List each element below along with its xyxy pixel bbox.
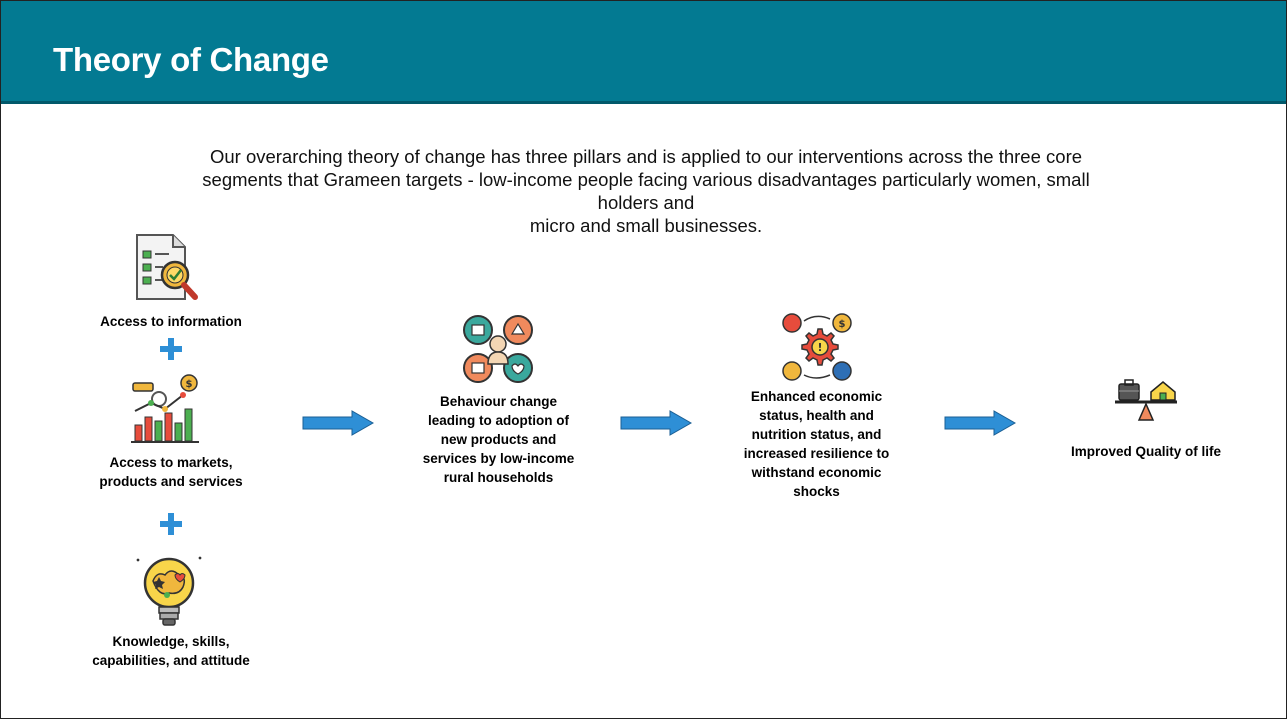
intro-line-4: micro and small businesses.	[529, 215, 763, 236]
outcome-text: Improved Quality of life	[1070, 444, 1222, 459]
flow-arrow	[944, 410, 1016, 436]
page-title: Theory of Change	[53, 41, 329, 78]
intro-text: Our overarching theory of change has thr…	[71, 145, 1221, 237]
svg-text:$: $	[186, 379, 193, 390]
behaviour-line5: rural households	[443, 470, 554, 485]
lightbulb-brain-icon	[136, 556, 202, 626]
svg-text:$: $	[839, 319, 846, 330]
svg-text:!: !	[817, 341, 822, 354]
behaviour-line4: services by low-income	[422, 451, 575, 466]
economic-status-label: Enhanced economic status, health and nut…	[699, 387, 934, 501]
input-knowledge-line2: capabilities, and attitude	[92, 653, 250, 668]
input-knowledge-line1: Knowledge, skills,	[112, 634, 230, 649]
economic-line6: shocks	[793, 484, 840, 499]
input-access-information-label: Access to information	[100, 314, 242, 329]
intro-line-2: segments that Grameen targets - low-inco…	[202, 169, 1090, 190]
header-bar: Theory of Change	[1, 1, 1286, 104]
input-access-information: Access to information	[61, 312, 281, 331]
economic-line5: withstand economic	[751, 465, 882, 480]
behaviour-change-label: Behaviour change leading to adoption of …	[381, 392, 616, 487]
checklist-magnifier-icon	[136, 234, 198, 300]
economic-line3: nutrition status, and	[751, 427, 882, 442]
economic-line1: Enhanced economic	[750, 389, 883, 404]
economic-line4: increased resilience to	[743, 446, 890, 461]
input-knowledge: Knowledge, skills, capabilities, and att…	[56, 632, 286, 670]
plus-icon	[160, 513, 182, 535]
economic-gear-cycle-icon: $ !	[782, 313, 852, 381]
behaviour-line2: leading to adoption of	[428, 413, 569, 428]
behaviour-line1: Behaviour change	[439, 394, 558, 409]
intro-line-1: Our overarching theory of change has thr…	[209, 146, 1083, 167]
flow-arrow	[302, 410, 374, 436]
input-access-markets-line2: products and services	[99, 474, 243, 489]
outcome-label: Improved Quality of life	[1031, 442, 1261, 461]
economic-line2: status, health and	[759, 408, 874, 423]
input-access-markets: Access to markets, products and services	[61, 453, 281, 491]
behaviour-circles-icon	[463, 315, 533, 383]
intro-line-3: holders and	[597, 192, 695, 213]
plus-icon	[160, 338, 182, 360]
input-access-markets-line1: Access to markets,	[109, 455, 233, 470]
behaviour-line3: new products and	[440, 432, 557, 447]
flow-arrow	[620, 410, 692, 436]
market-chart-icon: $	[131, 374, 199, 443]
balance-scale-icon	[1115, 379, 1177, 421]
